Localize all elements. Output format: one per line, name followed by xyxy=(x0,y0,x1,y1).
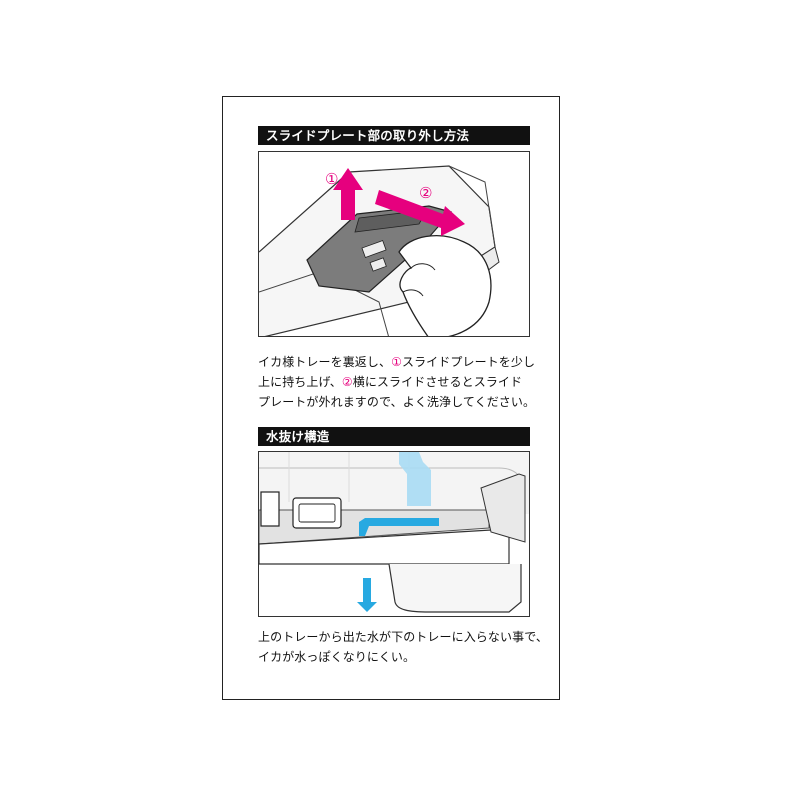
hand-finger-line xyxy=(410,263,436,271)
water-flow-light xyxy=(399,452,431,506)
plate-tab-2 xyxy=(369,257,387,272)
drainage-description: 上のトレーから出た水が下のトレーに入らない事で、 イカが水っぽくなりにくい。 xyxy=(258,627,548,667)
lower-tray-body xyxy=(259,529,510,565)
callout-1: ① xyxy=(325,170,338,188)
plate-tab-1 xyxy=(361,240,387,258)
slide-plate-removal-illustration: ① ② xyxy=(258,151,530,337)
lift-up-arrow xyxy=(333,168,363,220)
section-heading-slide-plate-removal: スライドプレート部の取り外し方法 xyxy=(258,126,530,145)
hand-shape xyxy=(398,235,492,336)
instruction-line-1: イカ様トレーを裏返し、①スライドプレートを少し xyxy=(258,355,536,369)
description-line-2: イカが水っぽくなりにくい。 xyxy=(258,650,416,664)
water-down-arrow xyxy=(357,578,377,612)
compartment-middle-inner xyxy=(298,503,336,523)
drainage-structure-illustration xyxy=(258,451,530,617)
compartment-left xyxy=(260,491,280,527)
callout-2: ② xyxy=(419,184,432,202)
section-heading-drainage-structure: 水抜け構造 xyxy=(258,427,530,446)
tray-rim-line xyxy=(448,165,496,248)
instruction-line-2: 上に持ち上げ、②横にスライドさせるとスライド xyxy=(258,375,523,389)
tray-side-panel xyxy=(480,473,526,543)
description-line-1: 上のトレーから出た水が下のトレーに入らない事で、 xyxy=(258,630,548,644)
slide-plate-instructions: イカ様トレーを裏返し、①スライドプレートを少し 上に持ち上げ、②横にスライドさせ… xyxy=(258,352,548,412)
slide-sideways-arrow xyxy=(375,190,465,236)
lower-tray-foot xyxy=(388,563,522,613)
water-channel xyxy=(359,518,439,536)
instruction-line-3: プレートが外れますので、よく洗浄してください。 xyxy=(258,395,536,409)
hand-thumb-line xyxy=(402,289,424,297)
